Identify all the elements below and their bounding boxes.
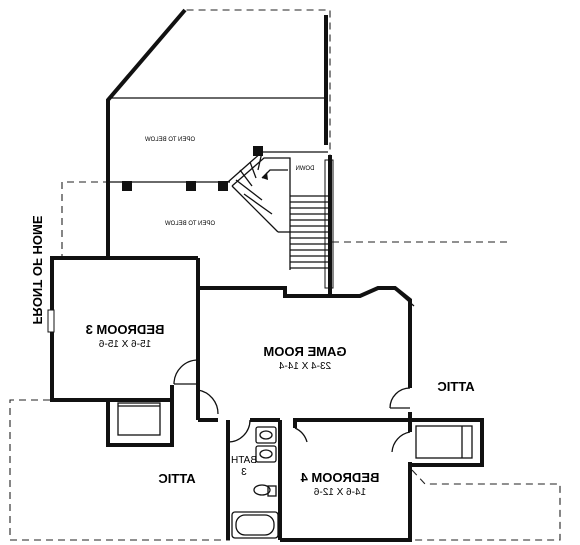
stair-winder [257,151,263,171]
dashed-outlines [9,9,561,541]
open-to-below-upper-label: OPEN TO BELOW [145,137,195,143]
stair-winder [235,179,263,201]
stair-winder [243,193,273,215]
bath-3 [226,420,282,540]
upper-open-area [106,8,328,258]
stair-winder [239,169,253,187]
attic-left-label: ATTIC [158,471,196,486]
bedroom-4-closet [410,418,484,467]
staircase [227,151,334,295]
bath-3-label: BATH [231,455,257,466]
bedroom-4-label: BEDROOM 4 [300,470,380,485]
down-label: DOWN [296,166,315,172]
railing-posts [122,146,263,191]
open-to-below-lower-label: OPEN TO BELOW [165,221,215,227]
attic-right-label: ATTIC [437,379,475,394]
stair-winder [249,161,257,179]
bedroom-3 [47,256,200,402]
game-room-size: 23-4 X 14-4 [278,361,331,372]
bath-3-number: 3 [241,467,247,478]
front-of-home-label: FRONT OF HOME [30,215,45,324]
bedroom-3-label: BEDROOM 3 [86,322,165,337]
bedroom-4-size: 14-6 X 12-6 [313,487,366,498]
game-room-label: GAME ROOM [263,344,346,359]
stair-treads [235,151,328,269]
door-swings [173,359,411,453]
bedroom-3-size: 15-6 X 15-6 [98,339,151,350]
bedroom-3-closet [106,400,174,447]
